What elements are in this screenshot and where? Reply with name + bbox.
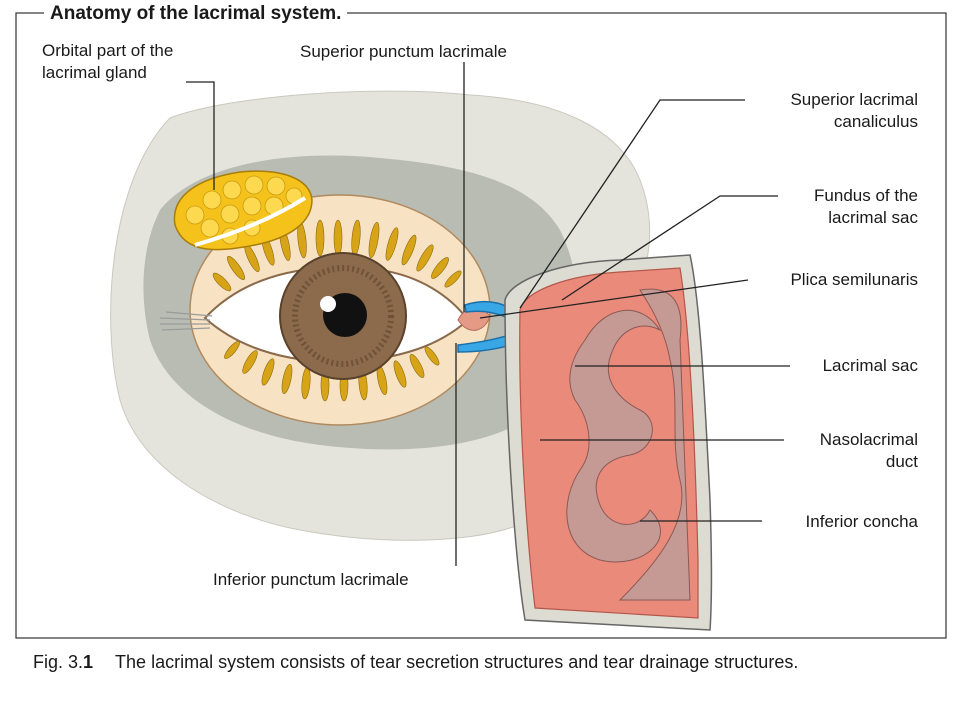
label-plica-semilunaris: Plica semilunaris bbox=[790, 270, 918, 289]
label-fundus-1: Fundus of the bbox=[814, 186, 918, 205]
figure-caption: Fig. 3.1 The lacrimal system consists of … bbox=[33, 650, 933, 674]
figure-title: Anatomy of the lacrimal system. bbox=[44, 1, 348, 27]
label-inferior-punctum: Inferior punctum lacrimale bbox=[213, 570, 409, 589]
label-fundus-2: lacrimal sac bbox=[828, 208, 918, 227]
label-superior-punctum: Superior punctum lacrimale bbox=[300, 42, 507, 61]
label-superior-canaliculus-2: canaliculus bbox=[833, 112, 918, 131]
label-nasolacrimal-2: duct bbox=[885, 452, 918, 471]
label-inferior-concha: Inferior concha bbox=[805, 512, 918, 531]
label-superior-canaliculus-1: Superior lacrimal bbox=[790, 90, 918, 109]
iris-pattern bbox=[292, 265, 394, 367]
label-lacrimal-sac: Lacrimal sac bbox=[822, 356, 918, 375]
lacrimal-gland bbox=[173, 170, 313, 251]
pupil-highlight bbox=[320, 296, 336, 312]
lower-eyelashes bbox=[224, 340, 440, 402]
leader-lines bbox=[186, 62, 790, 566]
caption-text: The lacrimal system consists of tear sec… bbox=[115, 652, 799, 672]
label-nasolacrimal-1: Nasolacrimal bbox=[819, 430, 918, 449]
figure-frame bbox=[15, 12, 947, 639]
label-orbital-gland-2: lacrimal gland bbox=[42, 63, 147, 82]
lateral-lashes bbox=[159, 311, 213, 331]
inferior-concha-shape bbox=[566, 309, 662, 563]
caption-number: 1 bbox=[83, 652, 94, 672]
label-orbital-gland-1: Orbital part of the bbox=[42, 41, 174, 60]
caption-prefix: Fig. 3. bbox=[33, 652, 84, 672]
nasal-cavity bbox=[504, 254, 713, 631]
nasal-mucosa-deep bbox=[618, 288, 691, 601]
